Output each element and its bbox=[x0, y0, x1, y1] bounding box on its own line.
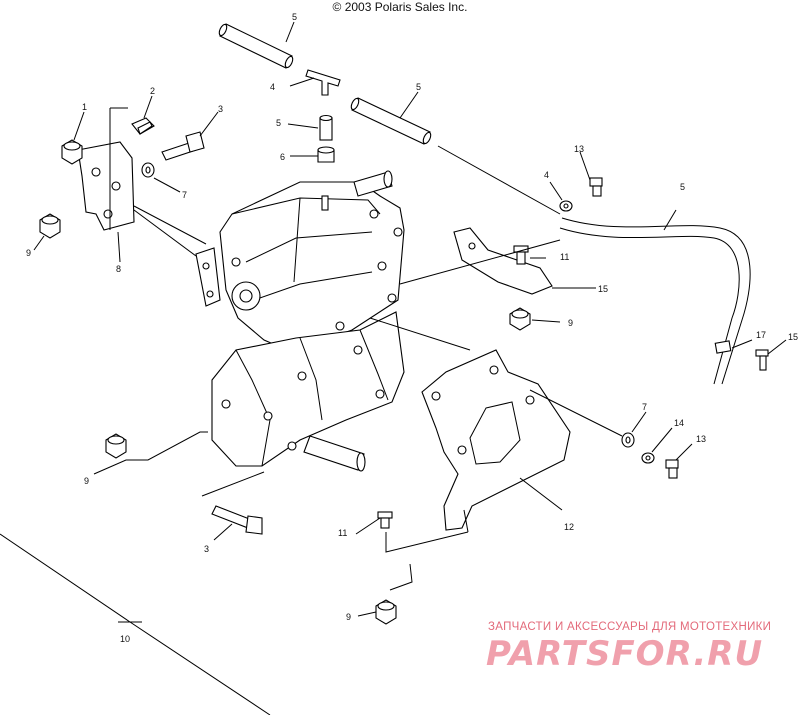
callout-13-lower: 13 bbox=[696, 434, 706, 444]
callout-10: 10 bbox=[120, 634, 130, 644]
callout-7-left: 7 bbox=[182, 190, 187, 200]
callout-11-lower: 11 bbox=[338, 528, 347, 538]
callout-4-right: 4 bbox=[544, 170, 549, 180]
vent-hose bbox=[559, 217, 751, 385]
callout-17: 17 bbox=[756, 330, 766, 340]
callout-5-vent: 5 bbox=[680, 182, 685, 192]
copyright-notice: © 2003 Polaris Sales Inc. bbox=[332, 0, 468, 14]
bolt-16 bbox=[755, 349, 769, 371]
bolt-11-lower bbox=[377, 511, 393, 529]
washer-7-right bbox=[621, 432, 635, 448]
bolt-2 bbox=[131, 117, 155, 135]
nut-9-lower-left bbox=[105, 433, 127, 459]
hose-short bbox=[319, 114, 333, 141]
watermark-tagline: ЗАПЧАСТИ И АКСЕССУАРЫ ДЛЯ МОТОТЕХНИКИ bbox=[488, 621, 772, 633]
callout-1: 1 bbox=[82, 102, 87, 112]
hose-right bbox=[350, 97, 432, 145]
callout-labels: 5 4 5 6 5 1 2 3 7 9 8 13 4 5 11 15 9 17 … bbox=[26, 12, 798, 644]
watermark-logo: PARTSFOR.RU bbox=[486, 634, 764, 674]
washer-7-left bbox=[141, 162, 155, 178]
mount-bracket-left bbox=[77, 141, 135, 231]
hose-top bbox=[218, 23, 294, 69]
callout-9-lower-left: 9 bbox=[84, 476, 89, 486]
callout-14: 14 bbox=[674, 418, 684, 428]
tee-fitting bbox=[305, 69, 341, 96]
nut-9-left bbox=[39, 213, 61, 239]
nut-9-mid bbox=[509, 307, 531, 331]
bolt-3-upper bbox=[161, 131, 205, 161]
nut-9-bottom bbox=[375, 599, 397, 625]
callout-13-upper: 13 bbox=[574, 144, 584, 154]
washer-14-upper bbox=[559, 200, 573, 212]
callout-5-short: 5 bbox=[276, 118, 281, 128]
callout-15-upper: 15 bbox=[598, 284, 608, 294]
washer-14-lower bbox=[641, 452, 655, 464]
transmission-assembly bbox=[195, 170, 405, 472]
callout-9-bottom: 9 bbox=[346, 612, 351, 622]
callout-2: 2 bbox=[150, 86, 155, 96]
callout-9-left: 9 bbox=[26, 248, 31, 258]
nut-1 bbox=[61, 139, 83, 165]
callout-6: 6 bbox=[280, 152, 285, 162]
callout-5-right: 5 bbox=[416, 82, 421, 92]
callout-3-lower: 3 bbox=[204, 544, 209, 554]
leader-lines bbox=[0, 21, 787, 715]
mount-plate-12 bbox=[421, 349, 571, 531]
bolt-3-lower bbox=[211, 505, 263, 535]
callout-8: 8 bbox=[116, 264, 121, 274]
callout-15-right: 15 bbox=[788, 332, 798, 342]
callout-12: 12 bbox=[564, 522, 574, 532]
callout-11-upper: 11 bbox=[560, 252, 569, 262]
callout-3-upper: 3 bbox=[218, 104, 223, 114]
cap-6 bbox=[317, 146, 335, 163]
callout-9-mid: 9 bbox=[568, 318, 573, 328]
callout-7-right: 7 bbox=[642, 402, 647, 412]
bolt-13-lower bbox=[665, 459, 679, 479]
callout-5-top: 5 bbox=[292, 12, 297, 22]
bolt-13-upper bbox=[589, 177, 603, 197]
bracket-15 bbox=[453, 227, 553, 295]
callout-4-tee: 4 bbox=[270, 82, 275, 92]
